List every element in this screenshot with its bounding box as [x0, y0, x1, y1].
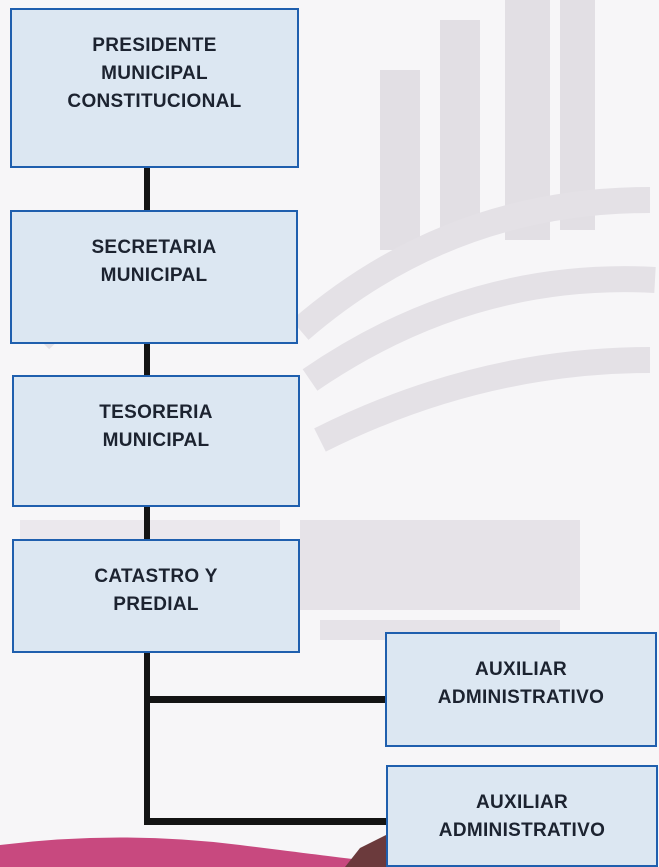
node-presidente-municipal: PRESIDENTE MUNICIPAL CONSTITUCIONAL	[10, 8, 299, 168]
node-auxiliar-administrativo-2: AUXILIAR ADMINISTRATIVO	[386, 765, 658, 867]
node-catastro-predial: CATASTRO Y PREDIAL	[12, 539, 300, 653]
connector-treasury-cadastre	[144, 506, 150, 540]
node-label-line: PREDIAL	[113, 594, 199, 615]
connector-president-secretary	[144, 167, 150, 210]
connector-cadastre-trunk	[144, 652, 150, 824]
node-auxiliar-administrativo-1: AUXILIAR ADMINISTRATIVO	[385, 632, 657, 747]
node-tesoreria-municipal: TESORERIA MUNICIPAL	[12, 375, 300, 507]
connector-secretary-treasury	[144, 343, 150, 376]
connector-branch-assistant-1	[144, 696, 386, 703]
node-label-line: PRESIDENTE	[92, 35, 217, 56]
node-label-line: CATASTRO Y	[94, 566, 218, 587]
node-label-line: TESORERIA	[99, 402, 213, 423]
node-label-line: MUNICIPAL	[100, 265, 208, 286]
node-label-line: ADMINISTRATIVO	[437, 687, 605, 708]
node-label-line: AUXILIAR	[474, 659, 568, 680]
node-secretaria-municipal: SECRETARIA MUNICIPAL	[10, 210, 298, 344]
node-label-line: MUNICIPAL	[102, 430, 210, 451]
node-label-line: SECRETARIA	[91, 237, 217, 258]
node-label-line: MUNICIPAL	[101, 63, 208, 84]
node-label-line: AUXILIAR	[475, 792, 569, 813]
node-label-line: CONSTITUCIONAL	[67, 91, 242, 112]
node-label-line: ADMINISTRATIVO	[438, 820, 606, 841]
connector-branch-assistant-2	[144, 818, 387, 825]
